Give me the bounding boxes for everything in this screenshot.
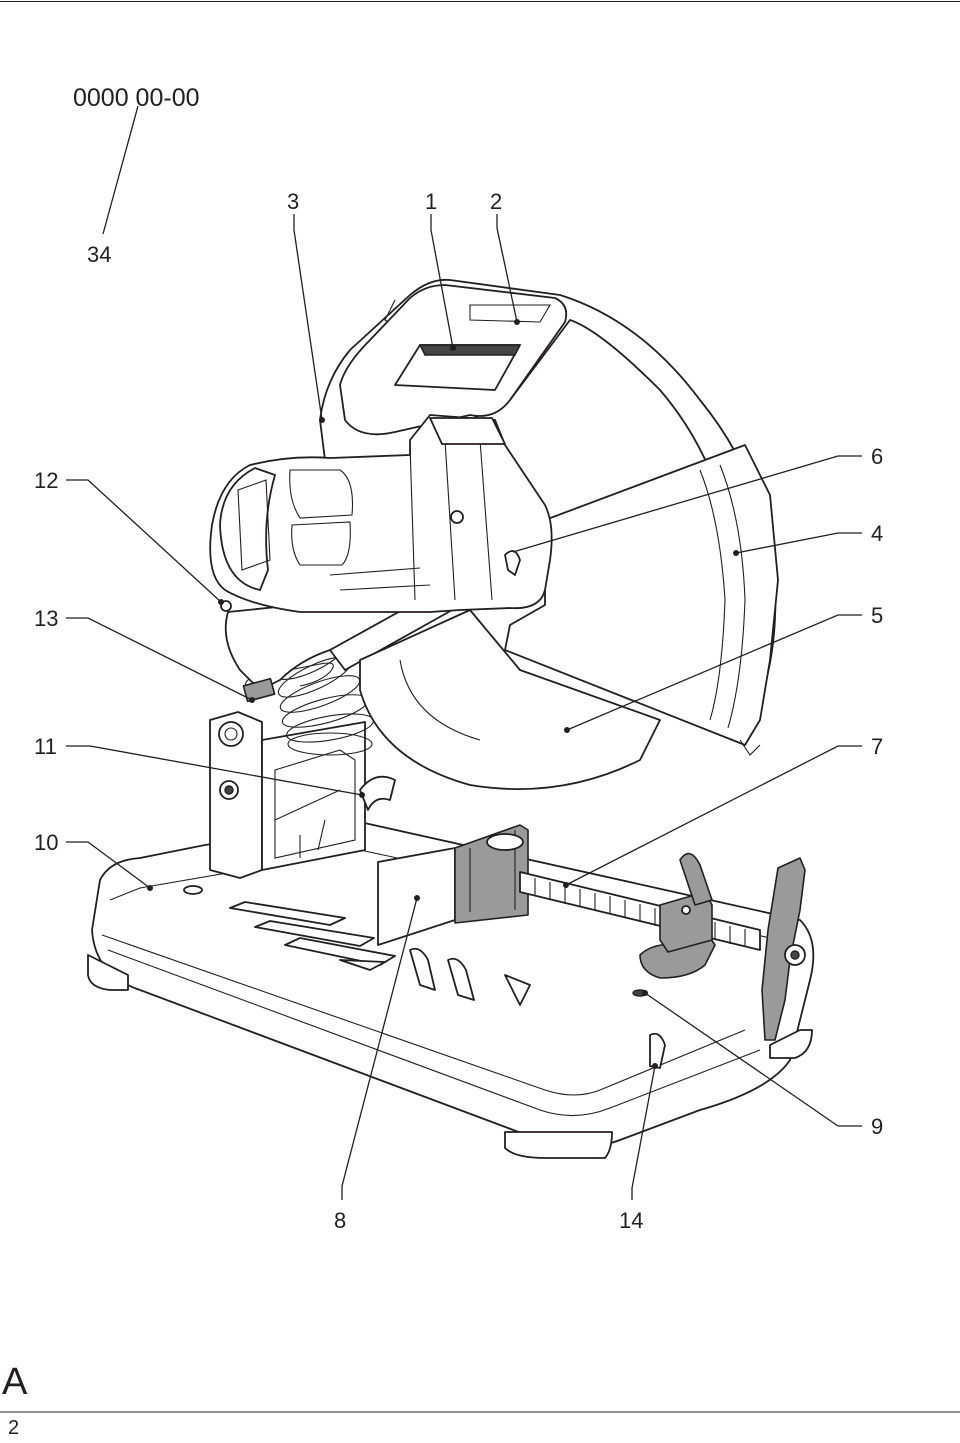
leader-14 xyxy=(631,1065,656,1200)
leader-3 xyxy=(293,214,323,421)
leader-10 xyxy=(66,841,151,889)
callout-8: 8 xyxy=(334,1208,346,1233)
page-number: 2 xyxy=(8,1417,19,1438)
leader-6 xyxy=(512,455,862,553)
leader-12 xyxy=(66,479,222,603)
leader-2 xyxy=(496,214,518,323)
callout-11: 11 xyxy=(34,734,57,759)
callout-14: 14 xyxy=(619,1208,643,1233)
vise xyxy=(519,852,806,1041)
lock-down-pin xyxy=(242,677,276,703)
foot-front xyxy=(504,1131,613,1159)
callout-34: 34 xyxy=(87,242,111,267)
leader-13 xyxy=(66,617,253,701)
callout-5: 5 xyxy=(871,603,883,628)
leader-1 xyxy=(430,214,454,349)
leader-8 xyxy=(341,897,418,1200)
leader-7 xyxy=(565,745,862,886)
callout-2: 2 xyxy=(490,189,502,214)
foot-left xyxy=(87,954,129,991)
leader-lines xyxy=(66,105,862,1200)
callout-7: 7 xyxy=(871,734,883,759)
hex-wrench xyxy=(649,1032,666,1069)
callout-10: 10 xyxy=(34,830,58,855)
handle xyxy=(339,284,568,436)
guard-latch xyxy=(504,550,521,576)
part-code-label: 0000 00-00 xyxy=(73,84,200,112)
leader-dots xyxy=(147,319,739,1069)
callout-1: 1 xyxy=(425,189,437,214)
pivot-bracket xyxy=(209,711,396,879)
foot-right xyxy=(769,1029,813,1059)
trigger-switch xyxy=(418,344,522,356)
callout-13: 13 xyxy=(34,606,58,631)
figure-letter: A xyxy=(2,1361,28,1403)
vise-crank xyxy=(761,857,806,1041)
callout-6: 6 xyxy=(871,444,883,469)
leader-4 xyxy=(735,532,862,554)
leader-11 xyxy=(66,745,363,796)
leader-5 xyxy=(566,614,862,731)
callout-3: 3 xyxy=(287,189,299,214)
leader-9 xyxy=(644,992,862,1127)
callout-4: 4 xyxy=(871,521,883,546)
abrasive-wheel xyxy=(359,609,661,790)
depth-stop xyxy=(359,775,396,811)
callout-9: 9 xyxy=(871,1114,883,1139)
callout-12: 12 xyxy=(34,468,58,493)
chop-saw-illustration xyxy=(87,278,815,1159)
leader-34 xyxy=(102,105,139,235)
